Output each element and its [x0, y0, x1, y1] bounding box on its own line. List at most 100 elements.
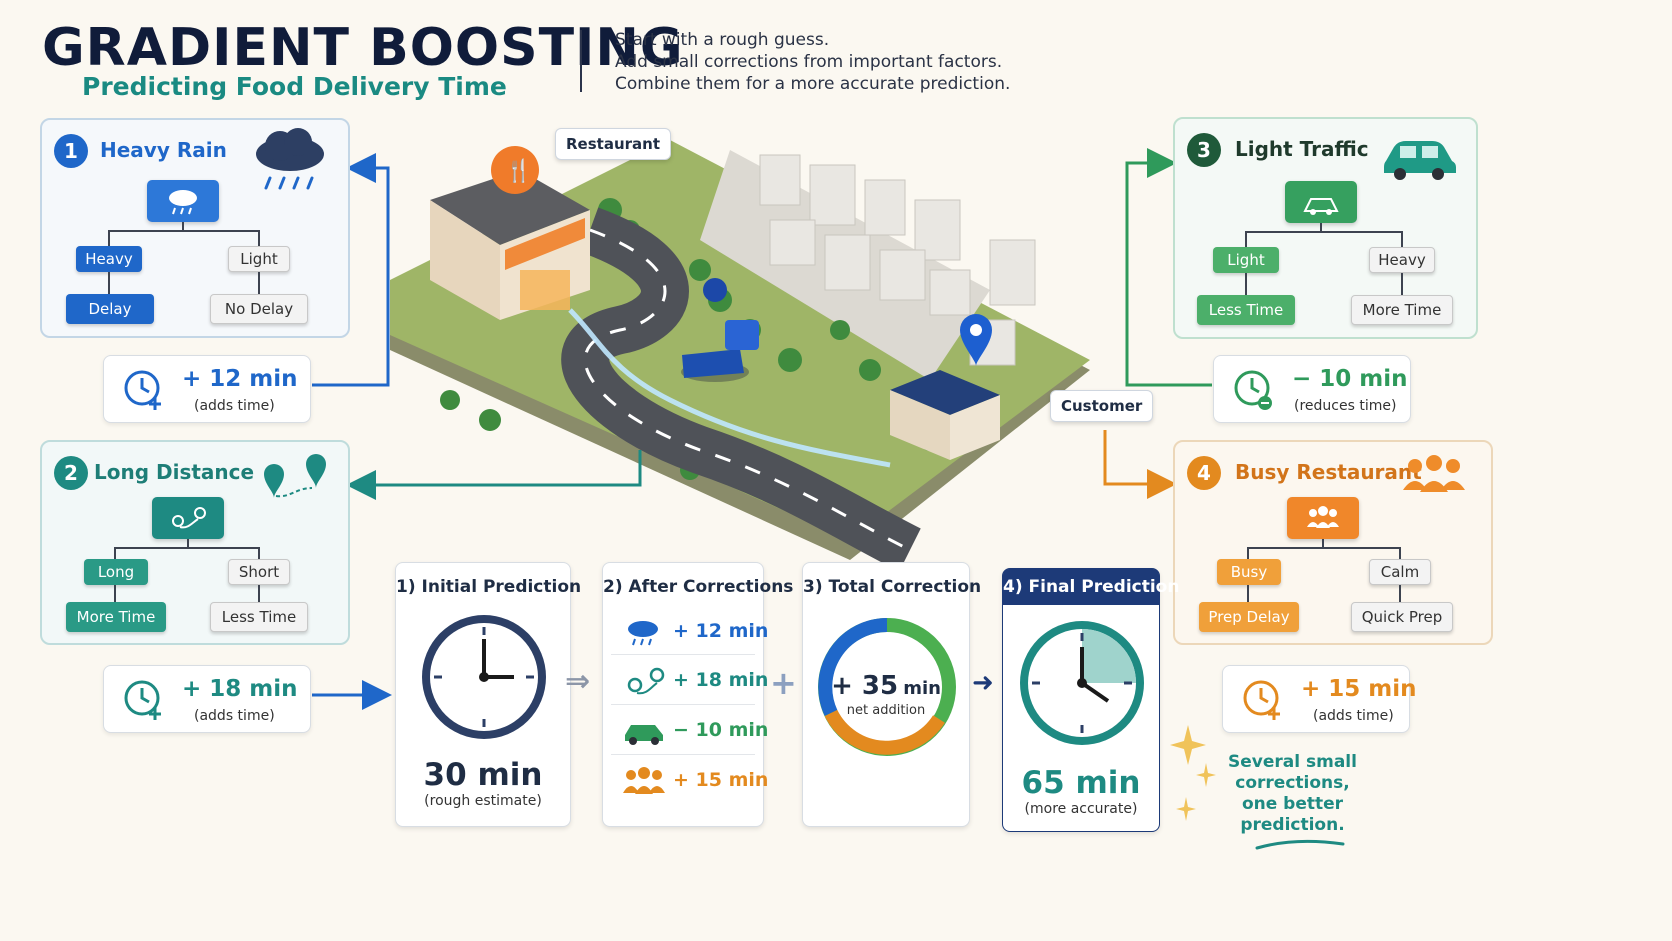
time-adjustment: + 12 min [182, 366, 298, 392]
time-adjustment: − 10 min [1292, 366, 1408, 392]
tree-leaf-right: Quick Prep [1351, 602, 1453, 632]
factor-card-busy-restaurant: 4 Busy Restaurant Busy Calm Prep Delay Q… [1173, 440, 1493, 645]
intro-line-2: Add small corrections from important fac… [615, 52, 1003, 72]
route-icon [627, 667, 665, 695]
total-unit: min [903, 678, 941, 699]
factor-title: Long Distance [94, 460, 255, 484]
takeaway-line: prediction. [1240, 815, 1345, 835]
factor-card-long-distance: 2 Long Distance Long Short More Time Les… [40, 440, 350, 645]
intro-line-1: Start with a rough guess. [615, 30, 830, 50]
route-icon [172, 507, 206, 529]
factor-number: 2 [54, 456, 88, 490]
final-title-bar [1003, 569, 1159, 605]
correction-row-restaurant: + 15 min [611, 757, 768, 805]
plus-icon: + [770, 664, 797, 702]
panel-title: 3) Total Correction [803, 577, 982, 597]
panel-initial-prediction: 1) Initial Prediction 30 min (rough esti… [395, 562, 582, 827]
panel-title: 2) After Corrections [603, 577, 794, 597]
people-icon [1307, 506, 1339, 528]
final-note: (more accurate) [1024, 801, 1138, 817]
rain-icon [628, 621, 658, 646]
factor-card-heavy-rain: 1 Heavy Rain Heavy Light Delay No Delay [40, 118, 350, 338]
correction-row-distance: + 18 min [611, 657, 768, 705]
people-group-icon [1403, 455, 1465, 492]
tree-leaf-left: More Time [66, 602, 166, 632]
panel-total-correction: 3) Total Correction + 35 min net additio… [802, 562, 982, 827]
correction-row-traffic: − 10 min [611, 707, 768, 755]
correction-value: + 18 min [673, 669, 769, 691]
correction-value: + 12 min [673, 620, 769, 642]
tree-branch-right: Heavy [1369, 247, 1435, 273]
factor-number: 1 [54, 134, 88, 168]
panel-after-corrections: 2) After Corrections + 12 min + 18 min −… [602, 562, 794, 827]
total-correction-value: + 35 min [803, 671, 969, 701]
tree-root-node [1287, 497, 1359, 539]
panel-final-prediction: 4) Final Prediction 65 min (more accurat… [1002, 568, 1180, 832]
page-subtitle: Predicting Food Delivery Time [82, 72, 507, 101]
initial-value: 30 min [423, 757, 543, 793]
time-effect: (reduces time) [1294, 398, 1397, 414]
panel-title: 1) Initial Prediction [396, 577, 582, 597]
factor-title: Busy Restaurant [1235, 460, 1422, 484]
car-icon [625, 725, 663, 745]
correction-row-rain: + 12 min [611, 609, 768, 655]
clock-plus-icon [124, 370, 161, 410]
time-effect: (adds time) [194, 398, 275, 414]
underline-swoosh [1255, 839, 1345, 850]
correction-donut-chart [818, 618, 956, 756]
takeaway-text: Several small corrections, one better pr… [1225, 752, 1360, 836]
city-scene-illustration: 🍴 [390, 140, 1090, 570]
rain-cloud-icon [256, 128, 324, 190]
correction-value: + 15 min [673, 769, 769, 791]
factor-number: 4 [1187, 456, 1221, 490]
factor-title: Light Traffic [1235, 137, 1369, 161]
clock-icon [1020, 621, 1144, 745]
factor-title: Heavy Rain [100, 138, 227, 162]
tree-branch-left: Heavy [76, 246, 142, 272]
time-box-rain: + 12 min (adds time) [103, 355, 311, 423]
tree-branch-right: Short [228, 559, 290, 585]
time-effect: (adds time) [194, 708, 275, 724]
tree-root-node [1285, 181, 1357, 223]
flow-arrow-icon: ➜ [972, 668, 994, 698]
time-adjustment: + 15 min [1301, 676, 1417, 702]
time-effect: (adds time) [1313, 708, 1394, 724]
factor-number: 3 [1187, 133, 1221, 167]
clock-minus-icon [1234, 370, 1272, 410]
time-box-traffic: − 10 min (reduces time) [1213, 355, 1411, 423]
takeaway-line: Several small [1228, 752, 1357, 772]
rain-icon [169, 190, 197, 215]
page-title: GRADIENT BOOSTING [42, 18, 684, 78]
tree-branch-right: Light [228, 246, 290, 272]
tree-leaf-right: No Delay [210, 294, 308, 324]
map-route-icon [264, 454, 326, 498]
tree-root-node [147, 180, 219, 222]
panel-title: 4) Final Prediction [1003, 577, 1180, 597]
clock-plus-icon [124, 680, 161, 720]
tree-leaf-left: Less Time [1197, 295, 1295, 325]
total-value: + 35 [831, 671, 899, 701]
tree-branch-right: Calm [1369, 559, 1431, 585]
final-value: 65 min [1021, 765, 1141, 801]
tree-leaf-right: Less Time [210, 602, 308, 632]
takeaway-line: one better [1241, 794, 1344, 814]
tree-branch-left: Long [84, 559, 148, 585]
restaurant-label: Restaurant [555, 128, 671, 160]
car-icon [1384, 141, 1456, 180]
correction-value: − 10 min [673, 719, 769, 741]
initial-note: (rough estimate) [424, 793, 542, 809]
header-divider [580, 30, 582, 92]
people-icon [623, 767, 665, 794]
total-note: net addition [846, 703, 926, 718]
tree-leaf-right: More Time [1351, 295, 1453, 325]
tree-branch-left: Busy [1217, 559, 1281, 585]
factor-card-light-traffic: 3 Light Traffic Light Heavy Less Time Mo… [1173, 117, 1478, 339]
intro-line-3: Combine them for a more accurate predict… [615, 74, 1011, 94]
takeaway-line: corrections, [1235, 773, 1350, 793]
sparkle-icon [1170, 725, 1216, 821]
tree-leaf-left: Delay [66, 294, 154, 324]
tree-root-node [152, 497, 224, 539]
flow-arrow-icon: ⇒ [565, 664, 591, 699]
clock-plus-icon [1243, 680, 1280, 720]
